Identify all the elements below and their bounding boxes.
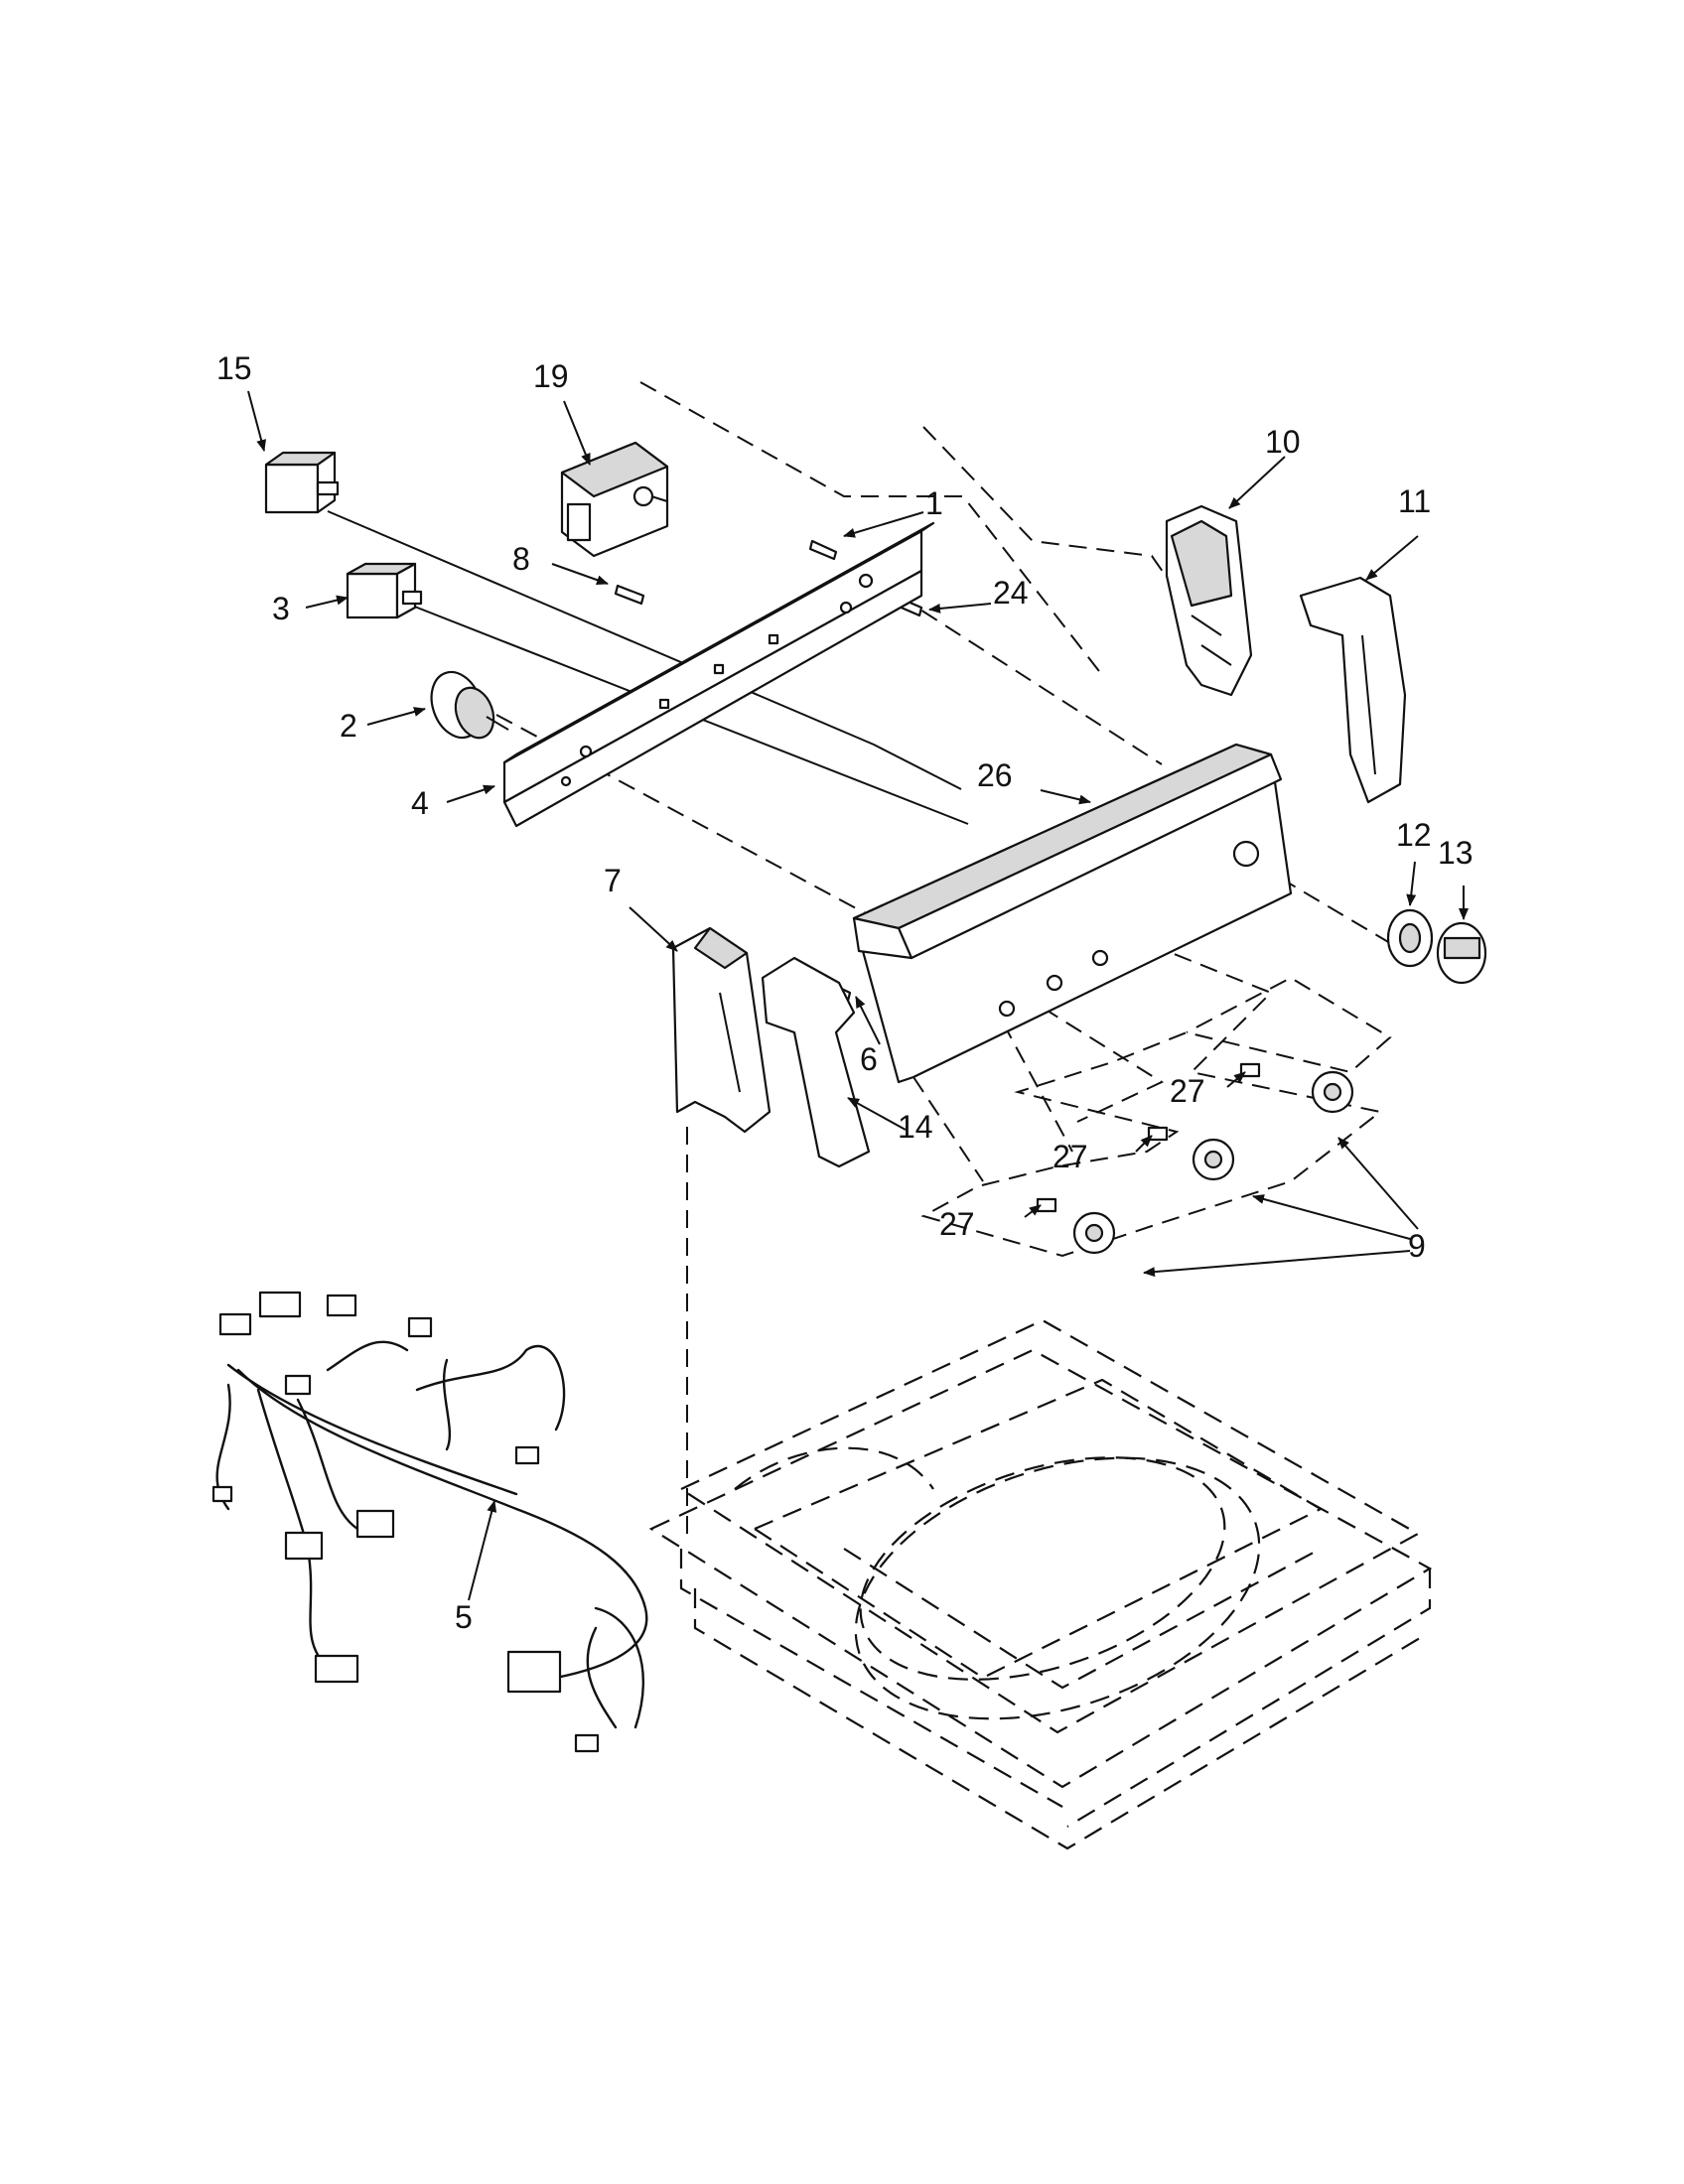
part-10-end-cap [1165,504,1253,697]
part-5-harness [211,1291,648,1753]
part-11-end-cover [1299,576,1407,804]
callout-4: 4 [411,785,429,821]
callout-12: 12 [1396,817,1432,853]
callouts: 15 19 1 8 3 24 10 11 2 4 26 12 13 7 6 14… [216,350,1474,1635]
callout-19: 19 [533,358,569,394]
callout-27-b: 27 [1052,1139,1088,1174]
part-15-switch [264,451,340,514]
callout-26: 26 [977,757,1013,793]
callout-27-c: 27 [939,1206,975,1242]
part-27-knob-set [1036,1062,1354,1255]
callout-2: 2 [340,708,357,744]
washer-top-outline [648,1318,1433,1850]
callout-13: 13 [1438,835,1474,871]
callout-11: 11 [1398,483,1431,519]
part-19-timer [560,441,669,558]
callout-1: 1 [925,485,943,521]
part-7-end-cap [671,926,772,1134]
part-13-knob [1436,921,1487,985]
part-14-end-cover [761,956,871,1168]
callout-8: 8 [512,541,530,577]
callout-3: 3 [272,591,290,626]
callout-24: 24 [993,575,1029,611]
callout-27-a: 27 [1170,1073,1205,1109]
callout-6: 6 [860,1041,878,1077]
callout-arrows [247,390,1469,1601]
callout-5: 5 [455,1599,473,1635]
callout-14: 14 [898,1109,933,1145]
part-12-skirt [1386,908,1434,968]
part-2-selector [430,670,509,740]
part-4-control-bracket [502,521,935,828]
callout-7: 7 [604,863,622,898]
callout-9: 9 [1408,1228,1426,1264]
callout-10: 10 [1265,424,1301,460]
part-3-switch [346,562,423,619]
callout-15: 15 [216,350,252,386]
part-26-console [852,743,1293,1084]
